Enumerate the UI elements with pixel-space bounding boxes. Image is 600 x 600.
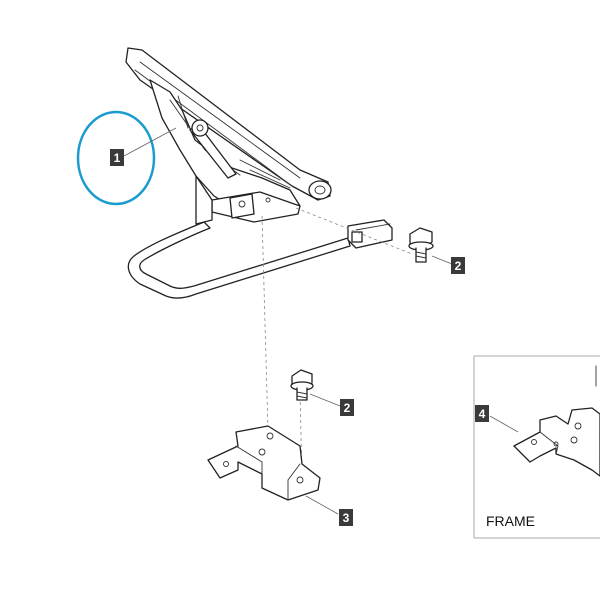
callout-1: 1 [110, 149, 124, 166]
svg-text:3: 3 [343, 511, 350, 525]
callout-4: 4 [475, 405, 489, 422]
callout-2-lower: 2 [340, 399, 354, 416]
highlight-circle [76, 110, 156, 206]
callout-3: 3 [339, 509, 353, 526]
svg-text:4: 4 [479, 407, 486, 421]
svg-text:1: 1 [114, 151, 121, 165]
svg-text:2: 2 [344, 401, 351, 415]
bolt-lower [290, 369, 314, 401]
accelerator-pedal [125, 47, 393, 299]
frame-caption: FRAME [486, 513, 535, 529]
svg-text:2: 2 [455, 259, 462, 273]
frame-bracket [513, 407, 600, 477]
frame-inset: FRAME [473, 355, 600, 539]
bolt-upper [408, 227, 434, 263]
mounting-bracket [207, 425, 321, 501]
callout-2-upper: 2 [451, 257, 465, 274]
